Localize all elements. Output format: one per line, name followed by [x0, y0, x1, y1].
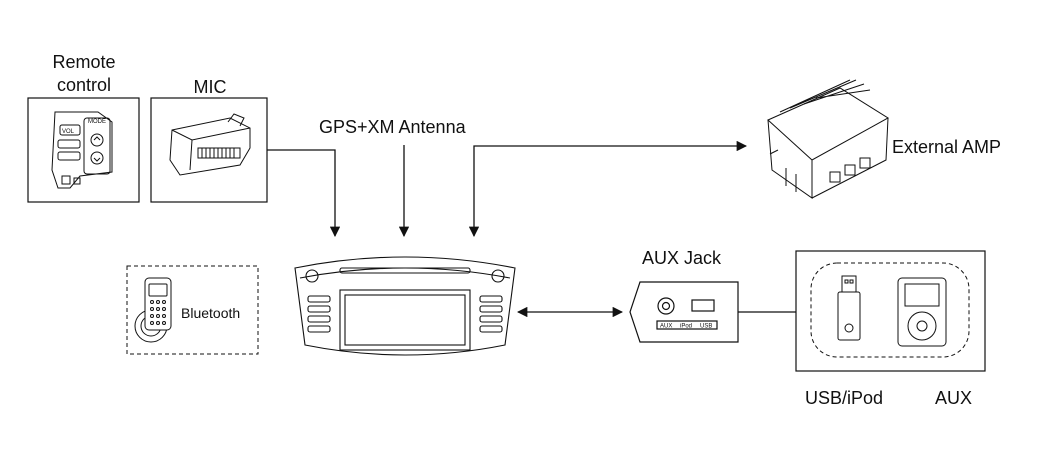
mic-to-head-unit-arrow	[267, 149, 341, 238]
remote-control-box: MODE VOL	[27, 97, 140, 203]
aux-jack-label: AUX Jack	[642, 248, 722, 268]
external-amp-icon	[767, 79, 889, 199]
remote-control-label-line1: Remote	[52, 52, 116, 72]
bluetooth-box	[126, 265, 259, 355]
usb-ipod-label: USB/iPod	[805, 388, 884, 408]
connection-lines	[267, 140, 796, 318]
remote-control-label-line2: control	[56, 75, 112, 95]
amp-bidirectional-arrow	[468, 140, 748, 238]
aux-port-label: AUX	[660, 324, 672, 330]
bluetooth-label: Bluetooth	[181, 305, 241, 321]
bluetooth-phone-icon	[134, 277, 172, 343]
remote-mode-label: MODE	[88, 119, 106, 125]
microphone-icon	[169, 113, 251, 176]
remote-vol-label: VOL	[62, 129, 75, 135]
ipod-icon	[897, 277, 947, 347]
external-amp-label: External AMP	[892, 137, 1002, 157]
mic-box	[150, 97, 268, 203]
usb-ipod-box	[795, 250, 986, 372]
mic-label: MIC	[193, 77, 227, 97]
usb-stick-icon	[837, 275, 861, 341]
usb-port-label: USB	[700, 324, 712, 330]
head-unit-icon	[294, 256, 516, 356]
remote-control-icon: MODE VOL	[51, 111, 113, 189]
ipod-port-label: iPod	[680, 324, 692, 330]
gps-antenna-label: GPS+XM Antenna	[319, 117, 466, 137]
aux-jack-icon: AUX iPod USB	[629, 281, 739, 343]
aux-label: AUX	[935, 388, 973, 408]
